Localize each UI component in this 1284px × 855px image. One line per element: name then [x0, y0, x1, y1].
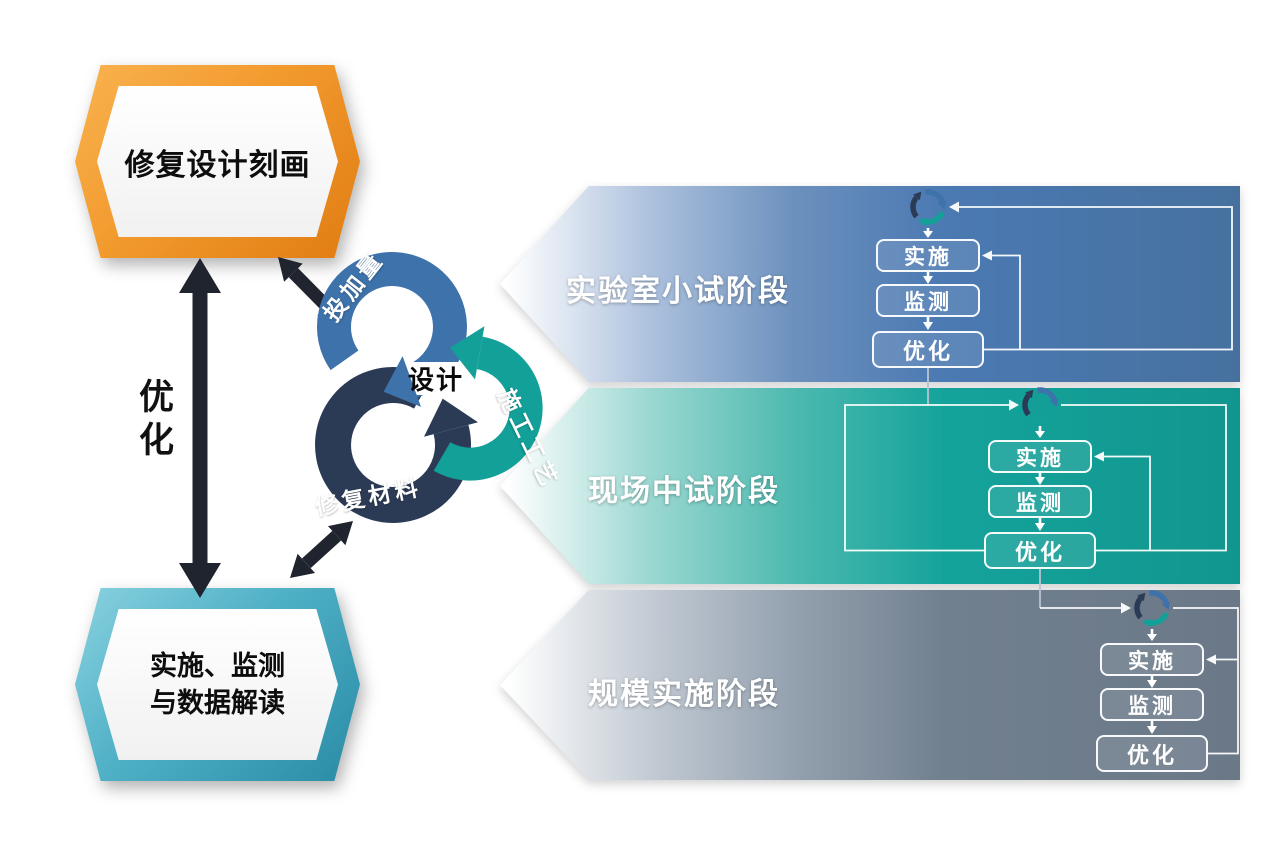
- optimize-double-arrow: [179, 258, 221, 598]
- stage-label-field: 现场中试阶段: [588, 475, 780, 508]
- lab-step-optimize: 优化: [872, 331, 984, 368]
- optimize-label: 优化: [134, 378, 173, 464]
- scale-step-implement: 实施: [1100, 643, 1204, 676]
- scale-step-monitor: 监测: [1100, 688, 1204, 721]
- scale-step-optimize: 优化: [1096, 735, 1208, 772]
- implementation-monitoring-box: 实施、监测 与数据解读: [75, 588, 360, 781]
- link-arrow-bottom: [290, 521, 353, 578]
- design-characterization-label: 修复设计刻画: [124, 148, 311, 182]
- field-step-monitor: 监测: [988, 485, 1092, 518]
- implementation-monitoring-frame: 实施、监测 与数据解读: [75, 588, 360, 781]
- cycle-arrowhead-material: [424, 398, 478, 437]
- implementation-monitoring-label-line2: 与数据解读: [150, 687, 285, 718]
- stage-label-lab: 实验室小试阶段: [566, 275, 790, 308]
- stage-label-scale: 规模实施阶段: [588, 678, 780, 711]
- field-step-implement: 实施: [988, 440, 1092, 473]
- field-step-optimize: 优化: [984, 532, 1096, 569]
- arc-label-material: 修复材料: [312, 473, 424, 521]
- implementation-monitoring-label-line1: 实施、监测: [150, 651, 285, 682]
- stage-band-scale: [500, 590, 1240, 780]
- lab-step-implement: 实施: [876, 239, 980, 272]
- stage-band-scale-shape: [500, 590, 1240, 780]
- cycle-center-label: 设计: [407, 364, 464, 395]
- design-characterization-frame: 修复设计刻画: [75, 65, 360, 258]
- design-characterization-box: 修复设计刻画: [75, 65, 360, 258]
- lab-step-monitor: 监测: [876, 284, 980, 317]
